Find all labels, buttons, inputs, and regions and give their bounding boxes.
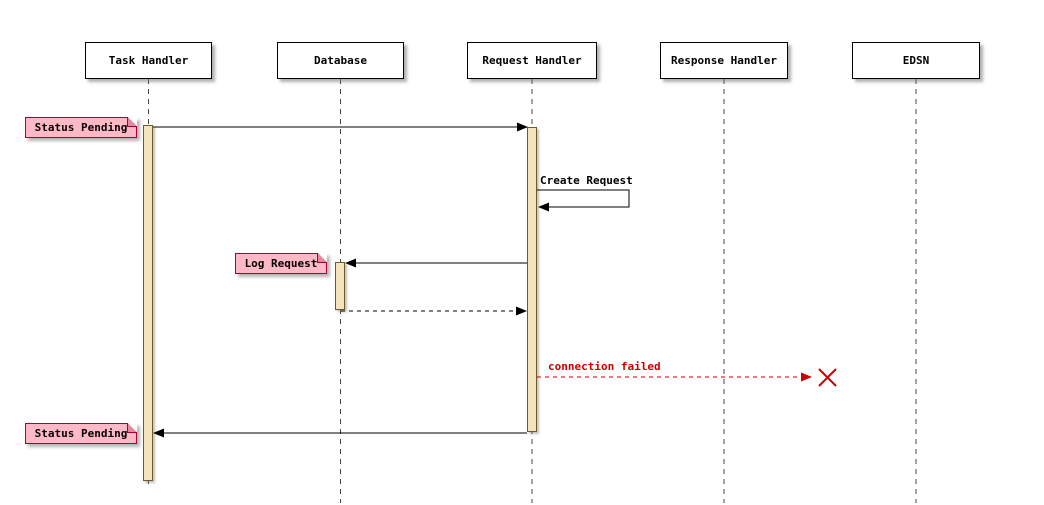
- participant-task-handler: Task Handler: [85, 42, 212, 79]
- note-fold-icon: [127, 423, 137, 433]
- activation-request-handler: [527, 127, 537, 432]
- message-label-connection-failed: connection failed: [548, 360, 661, 373]
- note-log-request: Log Request: [235, 253, 327, 274]
- arrow-request-to-database: [345, 258, 527, 268]
- note-status-pending-2: Status Pending: [25, 423, 137, 444]
- note-text: Status Pending: [34, 427, 128, 440]
- participant-label: Request Handler: [482, 54, 582, 67]
- lost-message-x-icon: [818, 368, 837, 387]
- note-text: Status Pending: [34, 121, 128, 134]
- arrow-task-to-request: [153, 122, 528, 132]
- participant-label: EDSN: [902, 54, 930, 67]
- note-text: Log Request: [244, 257, 318, 270]
- participant-response-handler: Response Handler: [660, 42, 788, 79]
- arrow-request-to-task: [153, 428, 527, 438]
- participant-edsn: EDSN: [852, 42, 980, 79]
- arrow-database-return: [341, 306, 527, 316]
- arrow-self-create-request: [537, 189, 630, 212]
- participant-label: Task Handler: [108, 54, 189, 67]
- note-fold-icon: [317, 253, 327, 263]
- participant-database: Database: [277, 42, 404, 79]
- participant-label: Database: [314, 54, 367, 67]
- message-label-create-request: Create Request: [540, 174, 633, 187]
- activation-task-handler: [143, 125, 153, 481]
- participant-request-handler: Request Handler: [467, 42, 597, 79]
- note-status-pending-1: Status Pending: [25, 117, 137, 138]
- note-fold-icon: [127, 117, 137, 127]
- participant-label: Response Handler: [671, 54, 777, 67]
- activation-database: [335, 262, 345, 310]
